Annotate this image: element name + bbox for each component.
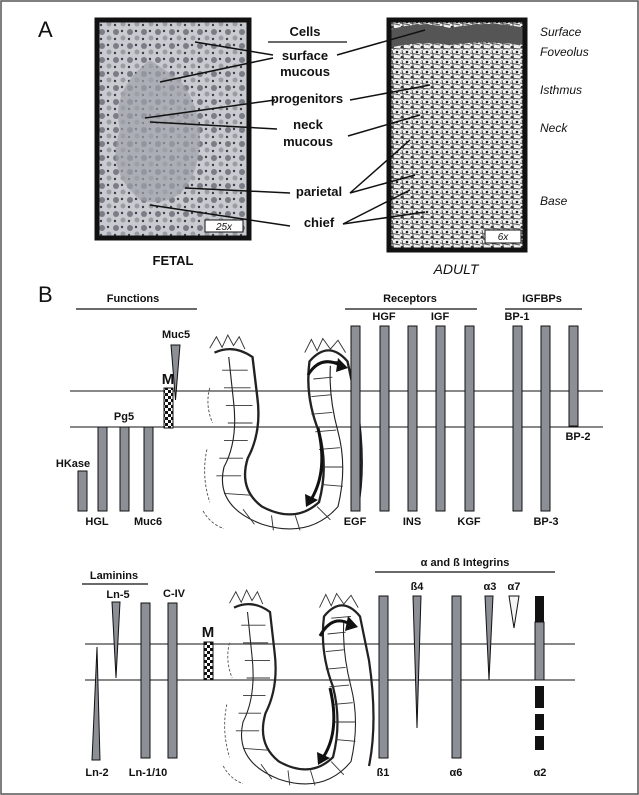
kgf-bar xyxy=(465,326,474,511)
egf-bar xyxy=(351,326,360,511)
panel-b-label: B xyxy=(38,282,53,307)
arrow-up-bottom xyxy=(320,621,350,636)
fetal-title: FETAL xyxy=(153,253,194,268)
arrow-down-bottom xyxy=(324,688,334,756)
b1-bar xyxy=(379,596,388,758)
igfbps-header: IGFBPs xyxy=(522,293,562,305)
ln5-label: Ln-5 xyxy=(106,589,129,601)
fetal-magnification: 25x xyxy=(215,222,233,233)
a3-label: α3 xyxy=(484,581,497,593)
adult-magnification: 6x xyxy=(498,232,510,243)
bp1-label: BP-1 xyxy=(504,311,529,323)
cells-header: Cells xyxy=(289,24,320,39)
hgf-bar xyxy=(380,326,389,511)
laminins-header: Laminins xyxy=(90,570,138,582)
ln2-label: Ln-2 xyxy=(85,767,108,779)
hkase-bar xyxy=(78,471,87,511)
kgf-label: KGF xyxy=(457,516,481,528)
ln2-wedge xyxy=(92,647,100,760)
m-checker-top xyxy=(164,388,173,428)
ins-label: INS xyxy=(403,516,421,528)
muc6-label: Muc6 xyxy=(134,516,162,528)
zone-label-foveolus: Foveolus xyxy=(540,45,589,59)
ln5-wedge xyxy=(112,602,120,678)
pg5-label: Pg5 xyxy=(114,411,134,423)
cell-label-neck-mucous: mucous xyxy=(283,134,333,149)
cell-label-chief: chief xyxy=(304,215,335,230)
b4-label: ß4 xyxy=(411,581,425,593)
ins-bar xyxy=(408,326,417,511)
civ-bar xyxy=(168,603,177,758)
zone-label-isthmus: Isthmus xyxy=(540,83,582,97)
cell-label-progenitors: progenitors xyxy=(271,91,343,106)
functions-header: Functions xyxy=(107,293,160,305)
b1-label: ß1 xyxy=(377,767,390,779)
igf-bar xyxy=(436,326,445,511)
civ-label: C-IV xyxy=(163,588,186,600)
cell-label-surface-mucous: mucous xyxy=(280,64,330,79)
a3-wedge xyxy=(485,596,493,680)
bp2-bar xyxy=(569,326,578,426)
ln110-bar xyxy=(141,603,150,758)
receptors-header: Receptors xyxy=(383,293,437,305)
hgl-bar xyxy=(98,427,107,511)
arrow-up-top xyxy=(308,362,340,375)
bp2-label: BP-2 xyxy=(565,431,590,443)
a6-bar xyxy=(452,596,461,758)
hgl-label: HGL xyxy=(85,516,109,528)
a7-wedge xyxy=(509,596,519,628)
cell-label-neck: neck xyxy=(293,117,323,132)
muc6-bar xyxy=(144,427,153,511)
muc5-label: Muc5 xyxy=(162,329,190,341)
zone-label-base: Base xyxy=(540,194,568,208)
hkase-label: HKase xyxy=(56,458,90,470)
cell-label-parietal: parietal xyxy=(296,184,342,199)
bp1-bar xyxy=(513,326,522,511)
zone-label-surface: Surface xyxy=(540,25,582,39)
integrins-header: α and ß Integrins xyxy=(421,557,510,569)
egf-label: EGF xyxy=(344,516,367,528)
arrow-down-top xyxy=(312,428,322,498)
b4-wedge xyxy=(413,596,421,728)
adult-title: ADULT xyxy=(433,261,480,277)
cell-label-surface: surface xyxy=(282,48,328,63)
hgf-label: HGF xyxy=(372,311,396,323)
bp3-bar xyxy=(541,326,550,511)
m-checker-bottom xyxy=(204,642,213,680)
zone-guide-lines-top xyxy=(70,391,603,427)
ln110-label: Ln-1/10 xyxy=(129,767,168,779)
a2-column xyxy=(535,596,544,750)
igf-label: IGF xyxy=(431,311,450,323)
bp3-label: BP-3 xyxy=(533,516,558,528)
m-label-top: M xyxy=(162,371,175,388)
pg5-bar xyxy=(120,427,129,511)
fetal-micrograph: 25x xyxy=(97,20,249,238)
a6-label: α6 xyxy=(450,767,463,779)
arrowhead-up-bottom xyxy=(345,616,358,631)
a2-label: α2 xyxy=(534,767,547,779)
panel-a-label: A xyxy=(38,17,53,42)
a7-label: α7 xyxy=(508,581,521,593)
zone-label-neck: Neck xyxy=(540,121,568,135)
m-label-bottom: M xyxy=(202,624,215,641)
adult-micrograph: 6x xyxy=(389,20,525,250)
